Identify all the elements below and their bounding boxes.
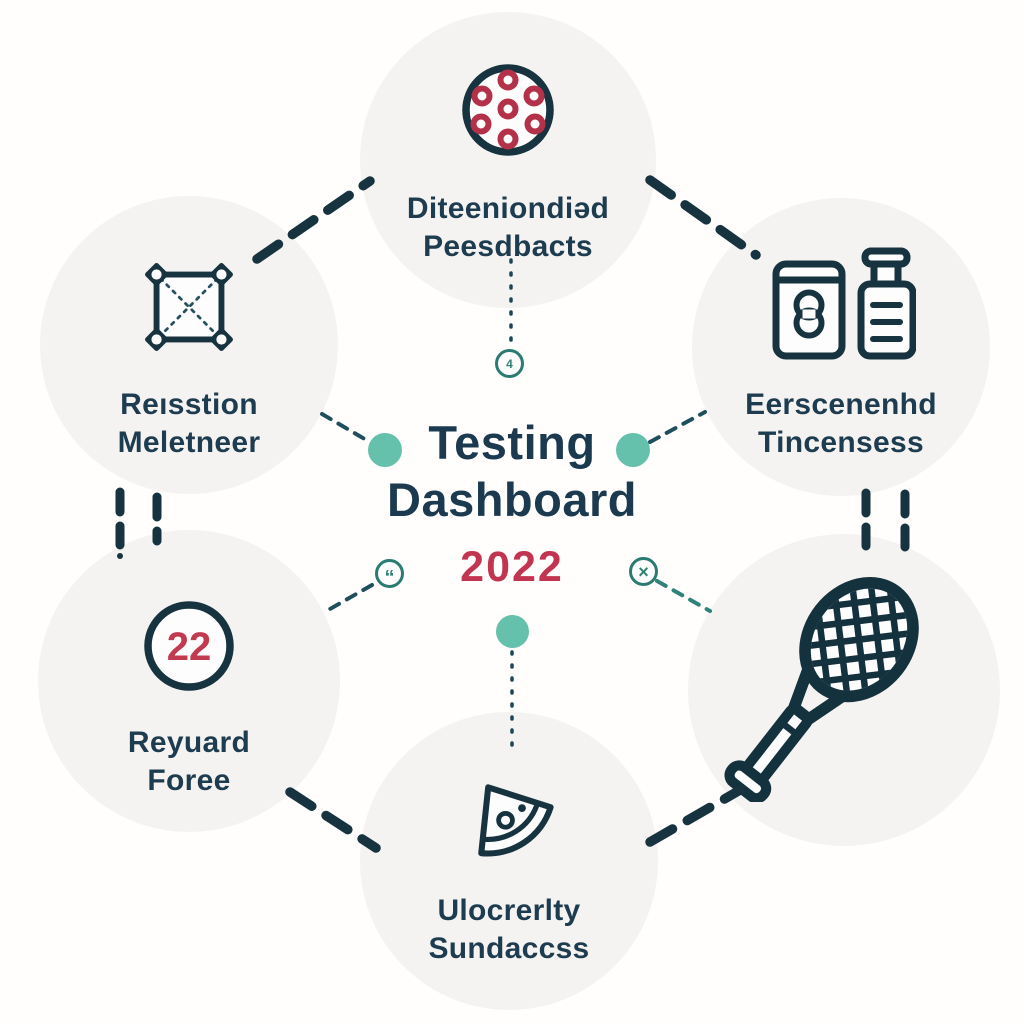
marker-right-x-glyph: × [638,561,649,582]
title-line2: Dashboard [387,473,637,527]
tennis-racket-icon [724,570,928,802]
marker-top-glyph: 4 [506,356,513,371]
node-bottom-left-label-line1: Reyuard [127,726,251,759]
node-top-center: Diteeniondiəd Peesdbacts [360,12,656,308]
node-bottom-right [688,534,1000,846]
square-corner-nodes-icon [145,263,233,351]
node-bottom-center-label-line2: Sundaccss [428,931,590,965]
node-top-left-label-line2: Meletneer [117,425,261,459]
corner-node-ornaments [145,263,233,351]
node-top-right-label-line1: Eerscenenhd [745,388,937,421]
number-badge-icon: 22 [144,601,234,691]
marker-left-circle: “ [375,559,404,588]
node-top-right-label-line2: Tincensess [758,425,924,459]
marker-top-circle: 4 [495,349,524,378]
year-label: 2022 [460,542,564,591]
node-top-left-label-line1: Reısstion [120,388,258,421]
node-top-center-label-line2: Peesdbacts [423,229,593,263]
teal-dot-bottom [496,615,529,648]
node-top-right: Eerscenenhd Tincensess [692,198,990,496]
marker-left-quote-glyph: “ [384,567,395,589]
node-bottom-left: 22 Reyuard Foree [38,530,340,832]
node-bottom-left-label-line2: Foree [147,763,231,797]
badge-number: 22 [167,625,212,669]
node-bottom-center-label-line1: Ulocrerlty [437,894,581,927]
center-title-block: Testing Dashboard 2022 [312,414,712,592]
node-top-center-label-line1: Diteeniondiəd [406,192,610,225]
title-line1: Testing [428,416,596,469]
watermelon-icon [478,784,554,857]
teal-dot-right [616,433,650,467]
node-top-left: Reısstion Meletneer [40,196,338,494]
node-bottom-center: Ulocrerlty Sundaccss [360,712,658,1010]
dotted-circle-icon [462,64,554,156]
containers-icon [772,247,916,360]
marker-right-circle: × [629,557,658,586]
teal-dot-left [368,433,402,467]
